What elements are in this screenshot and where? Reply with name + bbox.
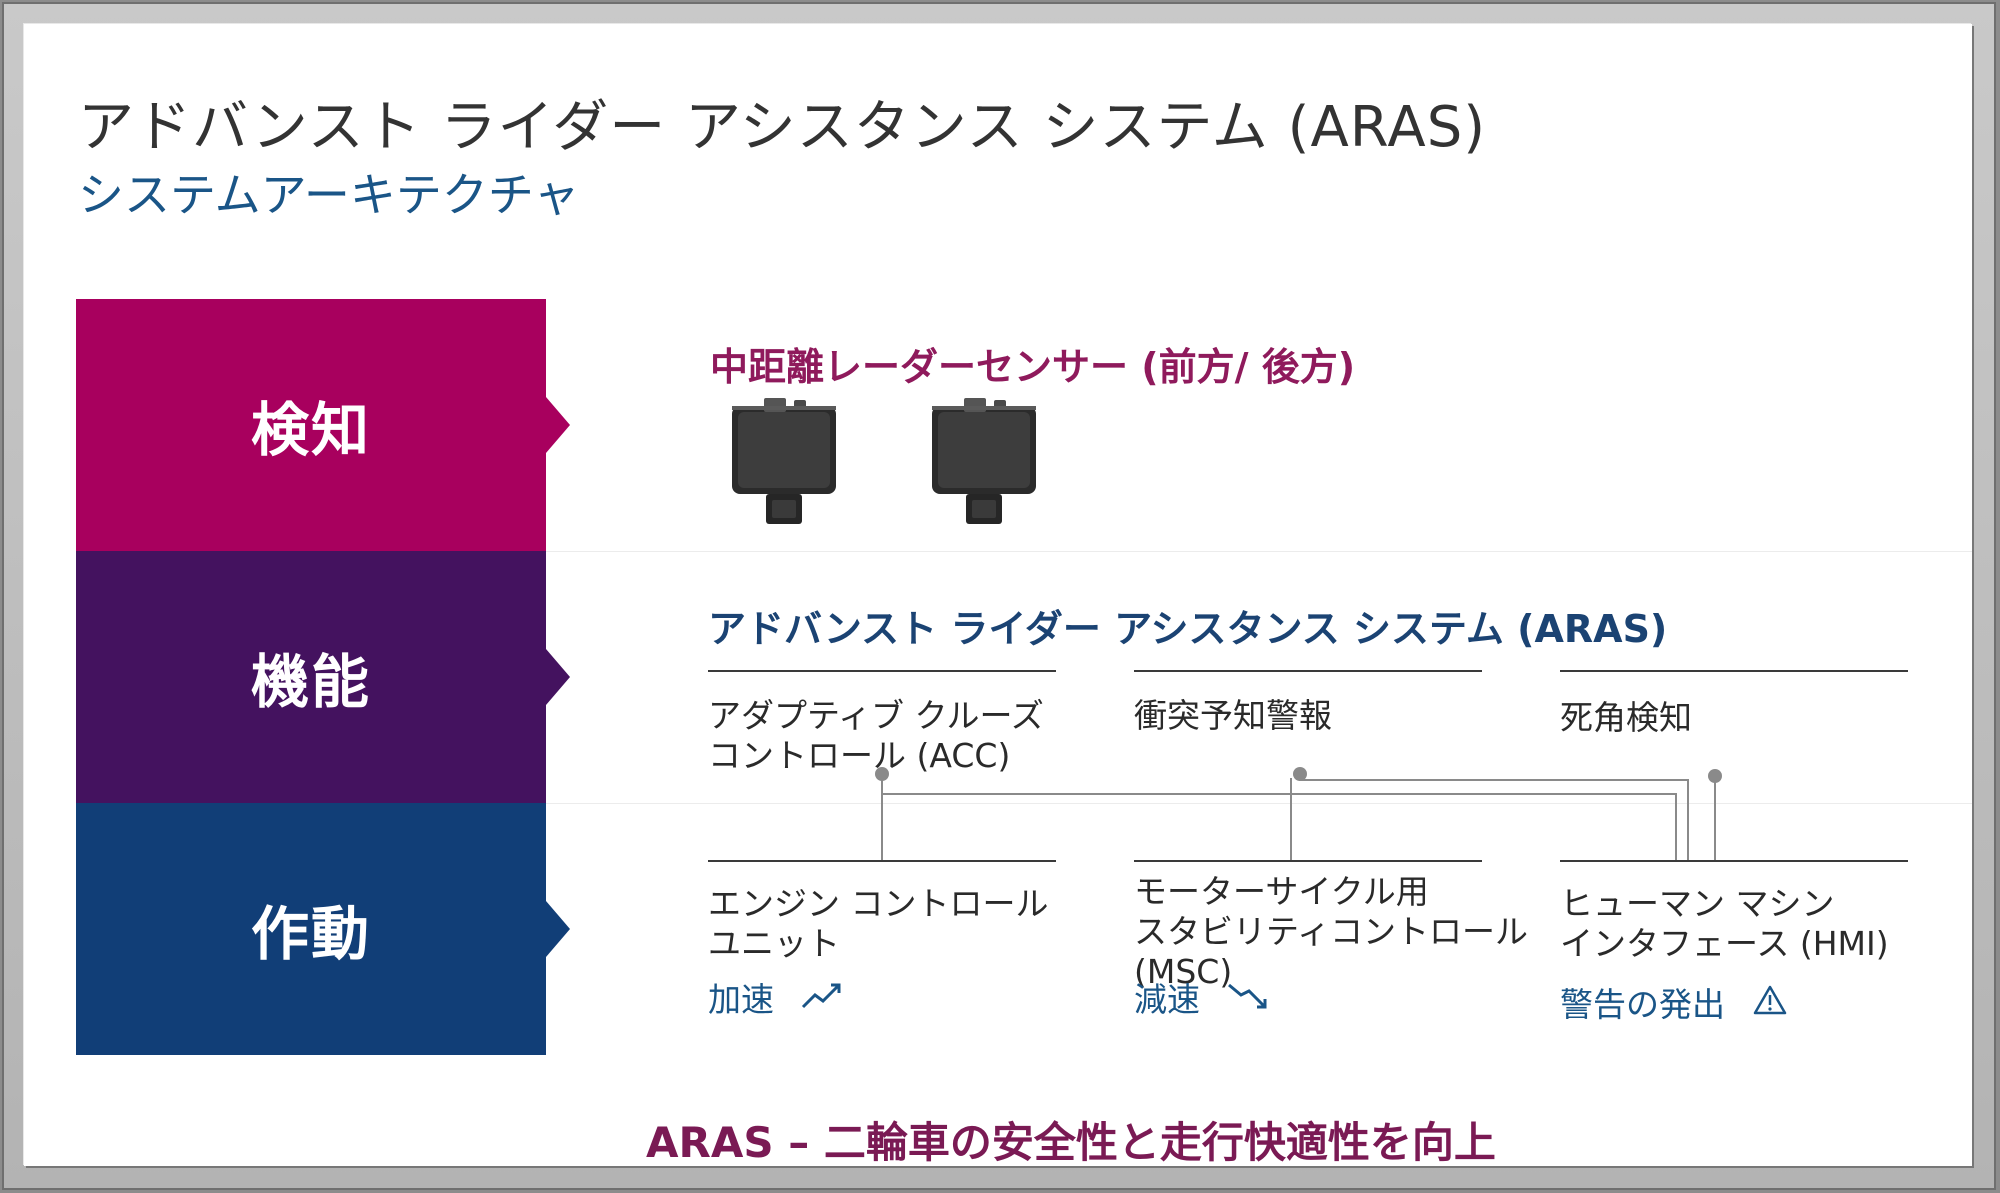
function-col1-rule — [708, 670, 1056, 672]
action-msc: モーターサイクル用 スタビリティコントロール (MSC) — [1134, 872, 1528, 992]
band-function-label: 機能 — [251, 635, 371, 719]
action-hmi: ヒューマン マシン インタフェース (HMI) — [1560, 884, 1889, 964]
action-msc-line2: スタビリティコントロール — [1134, 912, 1528, 952]
action-msc-sub-label: 減速 — [1134, 980, 1200, 1019]
function-blind-spot: 死角検知 — [1560, 698, 1692, 738]
action-ecu-sub: 加速 — [708, 980, 845, 1020]
action-col2-rule — [1134, 860, 1482, 862]
action-hmi-line2: インタフェース (HMI) — [1560, 924, 1889, 964]
radar-sensor-title: 中距離レーダーセンサー (前方/ 後方) — [710, 336, 1355, 391]
function-acc-line1: アダプティブ クルーズ — [708, 696, 1044, 736]
action-msc-line1: モーターサイクル用 — [1134, 872, 1528, 912]
band-action-arrow — [546, 901, 570, 957]
trend-down-icon — [1227, 981, 1271, 1011]
row-divider-top — [546, 551, 1972, 552]
radar-sensor-rear-image — [924, 392, 1044, 532]
function-acc: アダプティブ クルーズ コントロール (ACC) — [708, 696, 1044, 776]
slide-subtitle: システムアーキテクチャ — [78, 159, 579, 225]
connector-dot-blindspot — [1708, 769, 1722, 783]
action-col1-rule — [708, 860, 1056, 862]
band-detect-label: 検知 — [251, 383, 371, 467]
connector-collision-to-hmi — [1300, 778, 1688, 860]
function-acc-line2: コントロール (ACC) — [708, 736, 1044, 776]
action-msc-sub: 減速 — [1134, 980, 1271, 1020]
band-detect-arrow — [546, 397, 570, 453]
trend-up-icon — [801, 981, 845, 1011]
action-ecu-line1: エンジン コントロール — [708, 884, 1049, 924]
action-ecu: エンジン コントロール ユニット — [708, 884, 1049, 964]
band-function: 機能 — [76, 551, 546, 803]
action-hmi-sub-label: 警告の発出 — [1560, 985, 1725, 1024]
function-col3-rule — [1560, 670, 1908, 672]
slide-title: アドバンスト ライダー アシスタンス システム (ARAS) — [78, 82, 1486, 163]
aras-heading: アドバンスト ライダー アシスタンス システム (ARAS) — [708, 598, 1667, 653]
action-ecu-sub-label: 加速 — [708, 980, 774, 1019]
action-hmi-sub: 警告の発出 — [1560, 984, 1788, 1025]
band-detect: 検知 — [76, 299, 546, 551]
action-ecu-line2: ユニット — [708, 924, 1049, 964]
action-col3-rule — [1560, 860, 1908, 862]
function-collision-warning: 衝突予知警報 — [1134, 696, 1332, 736]
band-action-label: 作動 — [251, 887, 371, 971]
function-blind-spot-line1: 死角検知 — [1560, 698, 1692, 738]
function-collision-warning-line1: 衝突予知警報 — [1134, 696, 1332, 736]
radar-sensor-front-image — [724, 392, 844, 532]
action-hmi-line1: ヒューマン マシン — [1560, 884, 1889, 924]
footer-tagline: ARAS – 二輪車の安全性と走行快適性を向上 — [646, 1109, 1496, 1166]
band-action: 作動 — [76, 803, 546, 1055]
slide: アドバンスト ライダー アシスタンス システム (ARAS) システムアーキテク… — [24, 24, 1972, 1166]
connector-dot-collision — [1293, 767, 1307, 781]
function-col2-rule — [1134, 670, 1482, 672]
row-divider-bottom — [546, 803, 1972, 804]
warning-icon — [1752, 984, 1788, 1016]
band-function-arrow — [546, 649, 570, 705]
